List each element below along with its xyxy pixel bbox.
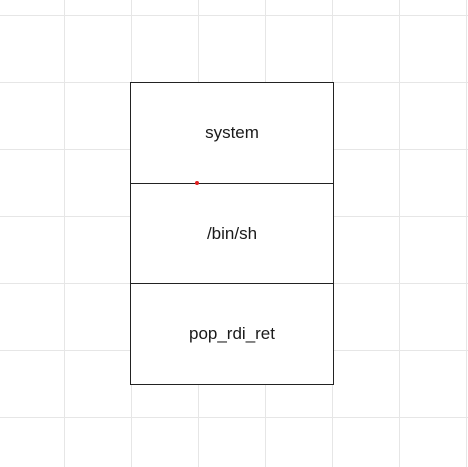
stack-cell-label: /bin/sh — [206, 223, 258, 243]
stack-cell-label: system — [205, 123, 259, 142]
stack-diagram: system /bin/sh pop_rdi_ret — [130, 82, 334, 385]
stack-cell-system[interactable]: system — [130, 82, 334, 184]
stack-cell-bin-sh[interactable]: /bin/sh — [130, 182, 334, 285]
stack-cell-pop-rdi-ret[interactable]: pop_rdi_ret — [130, 283, 334, 385]
stack-cell-label: pop_rdi_ret — [188, 324, 275, 343]
pointer-dot — [195, 181, 199, 185]
